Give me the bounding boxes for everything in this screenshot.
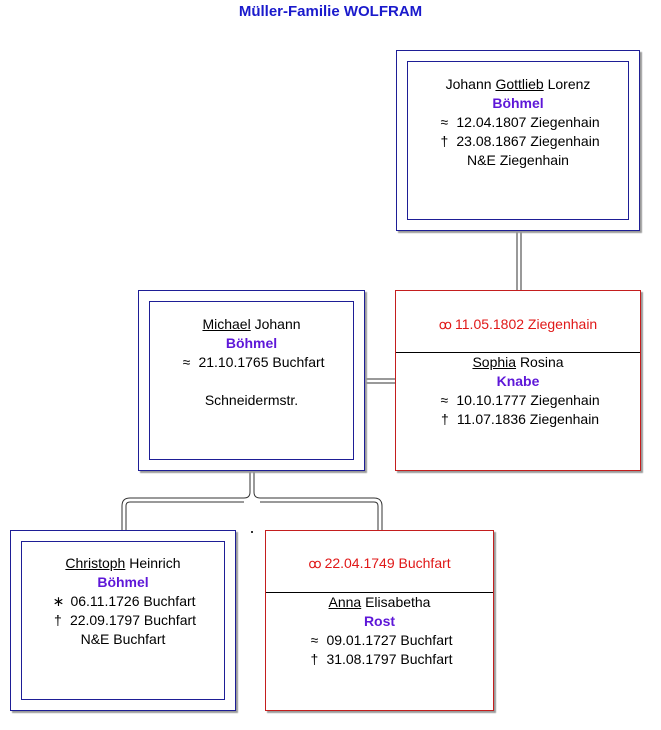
baptism-icon: ≈ [440,392,449,408]
given-names: Christoph Heinrich [11,554,235,573]
dagger-icon: † [440,133,449,149]
note-line: N&E Ziegenhain [467,152,569,168]
call-name: Michael [202,316,251,332]
given-names: Sophia Rosina [396,353,640,372]
dagger-icon: † [54,612,62,628]
death-line: †22.09.1797 Buchfart [11,611,235,630]
dagger-icon: † [440,411,449,427]
birth-star-icon: ∗ [52,593,65,609]
surname: Böhmel [225,335,278,351]
surname: Böhmel [97,574,149,590]
occupation: Schneidermstr. [204,392,299,408]
given-name-first: Johann [445,76,492,92]
baptism-line: ≈21.10.1765 Buchfart [139,353,364,372]
card-inner-frame [21,541,225,700]
call-name: Sophia [472,354,517,370]
chart-title: Müller-Familie WOLFRAM [238,3,423,20]
call-name: Christoph [65,555,126,571]
surname: Rost [363,613,396,629]
marriage-rings-icon: ꝏ [308,556,321,571]
given-name-last: Johann [254,316,301,332]
given-name-last: Lorenz [547,76,591,92]
given-name-last: Heinrich [129,555,181,571]
divider [396,352,640,353]
death-line: †31.08.1797 Buchfart [266,650,493,669]
call-name: Gottlieb [495,76,544,92]
baptism-line: ≈10.10.1777 Ziegenhain [396,391,640,410]
surname: Knabe [496,373,540,389]
card-inner-frame [407,61,629,220]
given-names: Michael Johann [139,315,364,334]
baptism-icon: ≈ [310,632,319,648]
person-card-christoph-heinrich[interactable]: Christoph Heinrich Böhmel ∗06.11.1726 Bu… [10,530,236,711]
surname: Böhmel [492,95,544,111]
given-names: Johann Gottlieb Lorenz [397,75,639,94]
baptism-icon: ≈ [182,354,191,370]
dagger-icon: † [310,651,319,667]
baptism-line: ≈12.04.1807 Ziegenhain [397,113,639,132]
baptism-line: ≈09.01.1727 Buchfart [266,631,493,650]
person-card-johann-gottlieb-lorenz[interactable]: Johann Gottlieb Lorenz Böhmel ≈12.04.180… [396,50,640,231]
death-line: †11.07.1836 Ziegenhain [396,410,640,429]
baptism-icon: ≈ [440,114,449,130]
person-card-michael-johann[interactable]: Michael Johann Böhmel ≈21.10.1765 Buchfa… [138,290,365,471]
given-names: Anna Elisabetha [266,593,493,612]
given-name-last: Rosina [519,354,564,370]
birth-line: ∗06.11.1726 Buchfart [11,592,235,611]
death-line: †23.08.1867 Ziegenhain [397,132,639,151]
spacer [139,372,364,391]
note-line: N&E Buchfart [80,631,166,647]
given-name-last: Elisabetha [365,594,431,610]
divider [266,592,493,593]
call-name: Anna [328,594,362,610]
marriage-rings-icon: ꝏ [438,317,452,332]
card-inner-frame [149,301,354,460]
